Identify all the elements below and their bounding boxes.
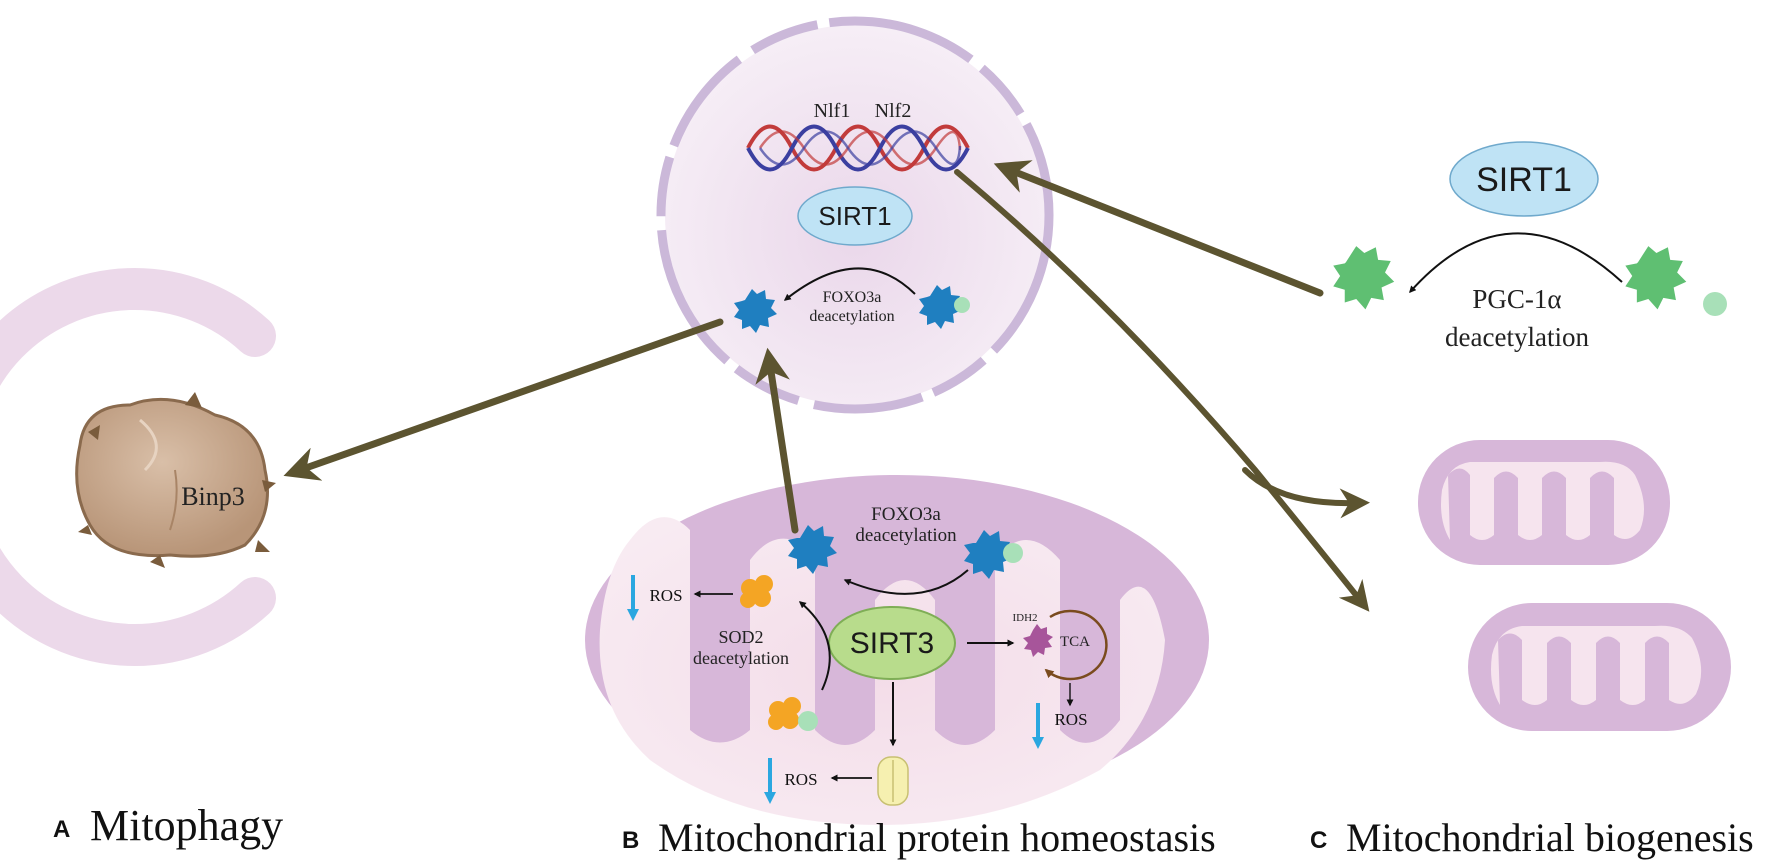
mito-foxo3a-acetylated-icon [964, 530, 1013, 579]
binp3-label: Binp3 [181, 482, 245, 511]
sod2-reaction-arrow [798, 601, 831, 691]
pgc1a-reaction-arrow [1409, 232, 1623, 294]
sod2-deacetylated-icon [740, 575, 773, 608]
panel-a-letter: A [53, 816, 70, 843]
panel-b-letter: B [622, 827, 639, 854]
gene-label-nlf2: Nlf2 [875, 100, 912, 122]
tca-label: TCA [1060, 634, 1090, 650]
sirt3-label: SIRT3 [850, 627, 934, 660]
sod2-acetylated-icon [768, 697, 801, 730]
sod2-deacetylation-label: deacetylation [693, 648, 789, 668]
foxo3a-acetylated-icon [919, 285, 962, 329]
idh2-label: IDH2 [1012, 612, 1037, 624]
nucleus-to-biogenesis-arrow [954, 169, 1370, 612]
foxo3a-deacetylated-icon [734, 289, 777, 333]
pathway-arrows [283, 160, 1370, 612]
new-mitochondrion-2 [1468, 603, 1731, 731]
ros3-label: ROS [1054, 710, 1087, 729]
mito-foxo-reaction-arrow [843, 569, 969, 595]
nuclear-deacetylation-label: deacetylation [809, 308, 894, 325]
nuclear-foxo-label: FOXO3a [823, 289, 882, 306]
pgc1a-acetylated-icon [1625, 246, 1687, 310]
nucleus-to-mitophagy-arrow [283, 318, 724, 481]
pgc1a-to-nucleus-arrow [993, 160, 1324, 297]
nuclear-foxo-reaction-arrow [783, 267, 916, 301]
mito-deacetylation-label: deacetylation [855, 525, 957, 546]
pgc1a-label: PGC-1α [1472, 284, 1561, 314]
mito-foxo3a-deacetylated-icon [788, 525, 837, 574]
panel-b-title: Mitochondrial protein homeostasis [658, 815, 1216, 860]
phagophore-membrane [0, 268, 276, 666]
nuclear-sirt1-label: SIRT1 [818, 201, 891, 231]
sod2-label: SOD2 [718, 627, 763, 647]
nuclear-sirt1-ellipse [797, 186, 913, 246]
mito-acetyl-group-icon [1003, 543, 1023, 563]
idh2-protein-icon [1023, 624, 1053, 657]
new-mitochondrion-1 [1418, 440, 1670, 565]
nuclear-envelope [656, 16, 1054, 414]
biogenesis-deacetylation-label: deacetylation [1445, 322, 1589, 352]
dna-helix-icon [746, 124, 970, 172]
ros2-label: ROS [784, 770, 817, 789]
binp3-mitochondrion-icon [75, 392, 276, 568]
ros1-label: ROS [649, 586, 682, 605]
acetyl-group-icon [954, 297, 970, 313]
mito-foxo-label: FOXO3a [871, 504, 941, 525]
pgc1a-deacetylated-icon [1333, 246, 1395, 310]
membrane-channel-icon [877, 756, 909, 806]
biogenesis-sirt1-label: SIRT1 [1476, 161, 1572, 199]
mitochondrion-to-nucleus-arrow [755, 347, 799, 534]
tca-cycle-arrow [1044, 609, 1108, 681]
nucleus-to-new-mitochondrion-arrow [1242, 467, 1370, 519]
panel-c-letter: C [1310, 827, 1327, 854]
pgc1a-acetyl-group-icon [1703, 292, 1727, 316]
panel-a-title: Mitophagy [90, 801, 283, 850]
biogenesis-sirt1-ellipse [1449, 141, 1599, 217]
sod2-acetyl-group-icon [798, 711, 818, 731]
gene-label-nlf1: Nlf1 [814, 100, 851, 122]
panel-c-title: Mitochondrial biogenesis [1346, 815, 1754, 860]
